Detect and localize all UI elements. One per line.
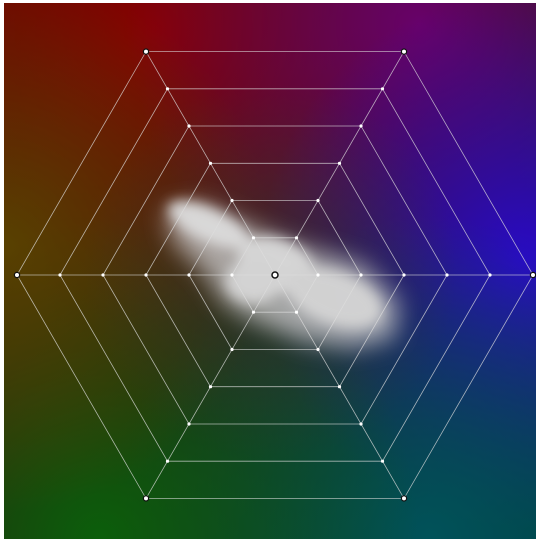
grid-dot: [251, 236, 256, 240]
grid-dot: [208, 161, 213, 165]
grid-dot: [187, 124, 191, 128]
grid-dot: [316, 347, 320, 352]
grid-dot: [316, 198, 320, 203]
grid-dot: [101, 273, 105, 277]
grid-dot: [230, 347, 234, 352]
grid-dot: [380, 459, 385, 463]
grid-dot: [359, 273, 363, 277]
target-vertex-dot: [13, 271, 21, 279]
grid-dot: [316, 273, 320, 277]
grid-dot: [58, 273, 62, 277]
grid-dot: [359, 422, 363, 426]
grid-dot: [251, 310, 256, 314]
target-vertex-dot: [529, 271, 536, 279]
grid-dot: [230, 273, 234, 277]
grid-dot: [337, 385, 342, 389]
grid-dot: [445, 273, 449, 277]
target-vertex-dot: [142, 48, 150, 55]
grid-dot: [165, 87, 170, 91]
grid-dot: [230, 198, 234, 203]
target-vertex-dot: [400, 495, 408, 502]
grid-dot: [488, 273, 492, 277]
vectorscope-panel: [4, 3, 540, 543]
grid-dot: [294, 236, 299, 240]
grid-dot: [337, 161, 342, 165]
grid-dot: [187, 273, 191, 277]
target-vertex-dot: [142, 495, 150, 502]
grid-dot: [294, 310, 299, 314]
vectorscope-graph: [4, 3, 536, 539]
grid-dot: [380, 87, 385, 91]
grid-intersection-dots: [13, 48, 536, 502]
center-marker: [271, 271, 279, 279]
grid-dot: [208, 385, 213, 389]
target-vertex-dot: [400, 48, 408, 55]
grid-dot: [187, 422, 191, 426]
grid-dot: [359, 124, 363, 128]
grid-dot: [165, 459, 170, 463]
grid-dot: [144, 273, 148, 277]
grid-dot: [402, 273, 406, 277]
